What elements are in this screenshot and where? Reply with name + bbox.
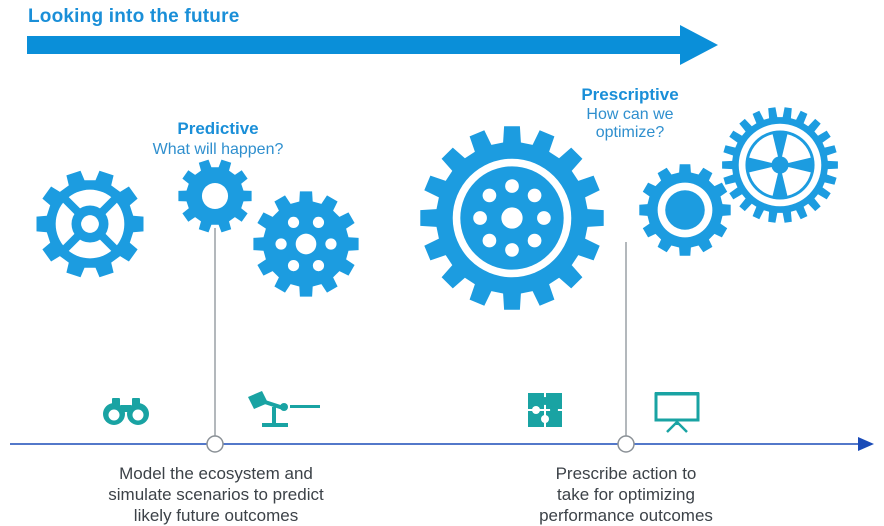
prescriptive-question-line-1: How can we	[586, 106, 674, 123]
presentation-board-icon	[654, 392, 700, 433]
timeline-axis	[10, 435, 874, 453]
gear-icon-ring	[639, 164, 731, 256]
binoculars-icon	[103, 398, 149, 425]
predictive-question: What will happen?	[152, 141, 284, 158]
prescriptive-description-line-3: performance outcomes	[539, 506, 713, 525]
gear-icon-spoked-right	[722, 107, 838, 223]
gear-icon-spoked-left	[36, 170, 144, 278]
gear-icon-large-center	[420, 126, 604, 310]
prescriptive-description-line-2: take for optimizing	[557, 485, 695, 504]
predictive-description-line-3: likely future outcomes	[133, 506, 299, 525]
gear-icon-small-top	[178, 159, 252, 233]
prescriptive-timeline-marker	[617, 435, 635, 453]
prescriptive-description-line-1: Prescribe action to	[555, 464, 697, 483]
prescriptive-heading: Prescriptive	[581, 85, 679, 104]
prescriptive-question-line-2: optimize?	[595, 124, 665, 141]
desk-lamp-icon	[248, 391, 320, 427]
diagram-title: Looking into the future	[28, 6, 240, 27]
future-arrow	[27, 25, 718, 65]
puzzle-icon	[528, 393, 562, 427]
predictive-timeline-marker	[206, 435, 224, 453]
gear-icon-medium	[253, 191, 359, 297]
predictive-description-line-2: simulate scenarios to predict	[108, 485, 324, 504]
predictive-heading: Predictive	[177, 119, 259, 138]
predictive-description-line-1: Model the ecosystem and	[119, 464, 313, 483]
